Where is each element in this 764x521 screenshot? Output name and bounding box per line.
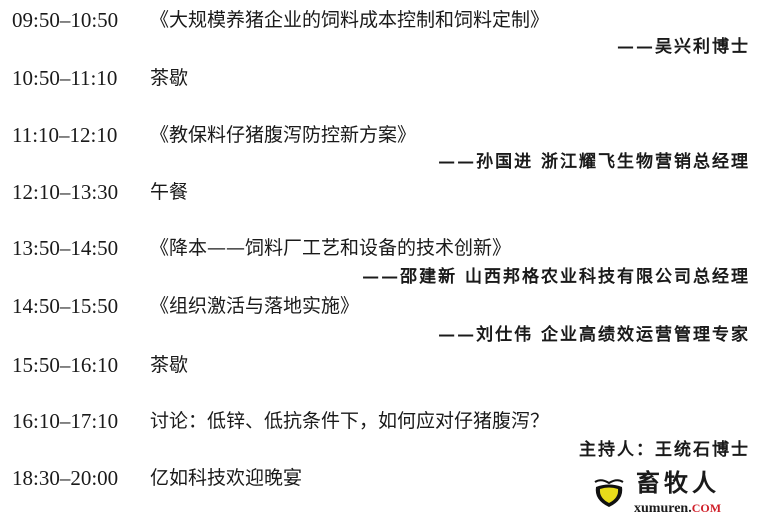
agenda-item: 13:50–14:50 《降本——饲料厂工艺和设备的技术创新》 [12,236,511,260]
logo-url: xumuren.COM [634,500,721,516]
title: 讨论：低锌、低抗条件下，如何应对仔猪腹泻？ [150,410,550,432]
speaker: ——邵建新 山西邦格农业科技有限公司总经理 [362,267,750,287]
title: 亿如科技欢迎晚宴 [150,467,303,489]
logo-url-tld: COM [691,501,722,515]
agenda-item: 11:10–12:10 《教保料仔猪腹泻防控新方案》 [12,123,416,147]
time: 15:50–16:10 [12,353,119,377]
logo-url-domain: xumuren. [634,501,692,516]
time: 18:30–20:00 [12,466,119,490]
title: 茶歇 [150,67,189,89]
time: 14:50–15:50 [12,294,119,318]
xumuren-logo: 畜牧人 xumuren.COM [590,470,760,520]
logo-name: 畜牧人 [636,468,720,497]
agenda-item: 16:10–17:10 讨论：低锌、低抗条件下，如何应对仔猪腹泻？ [12,409,549,433]
time: 13:50–14:50 [12,236,119,260]
agenda-item: 10:50–11:10 茶歇 [12,66,188,90]
speaker: ——吴兴利博士 [617,37,750,57]
title: 《教保料仔猪腹泻防控新方案》 [150,124,417,146]
time: 16:10–17:10 [12,409,119,433]
title: 茶歇 [150,354,189,376]
title: 《组织激活与落地实施》 [150,295,360,317]
title: 《降本——饲料厂工艺和设备的技术创新》 [150,237,512,259]
speaker: ——孙国进 浙江耀飞生物营销总经理 [438,152,750,172]
heart-logo-icon [594,479,624,507]
title: 《大规模养猪企业的饲料成本控制和饲料定制》 [150,9,550,31]
agenda-item: 15:50–16:10 茶歇 [12,353,188,377]
time: 10:50–11:10 [12,66,118,90]
time: 09:50–10:50 [12,8,119,32]
host: 主持人：王统石博士 [579,440,750,460]
agenda-item: 14:50–15:50 《组织激活与落地实施》 [12,294,359,318]
time: 12:10–13:30 [12,180,119,204]
agenda-item: 09:50–10:50 《大规模养猪企业的饲料成本控制和饲料定制》 [12,8,549,32]
agenda-item: 18:30–20:00 亿如科技欢迎晚宴 [12,466,302,490]
speaker: ——刘仕伟 企业高绩效运营管理专家 [438,325,750,345]
title: 午餐 [150,181,189,203]
time: 11:10–12:10 [12,123,118,147]
agenda-item: 12:10–13:30 午餐 [12,180,188,204]
